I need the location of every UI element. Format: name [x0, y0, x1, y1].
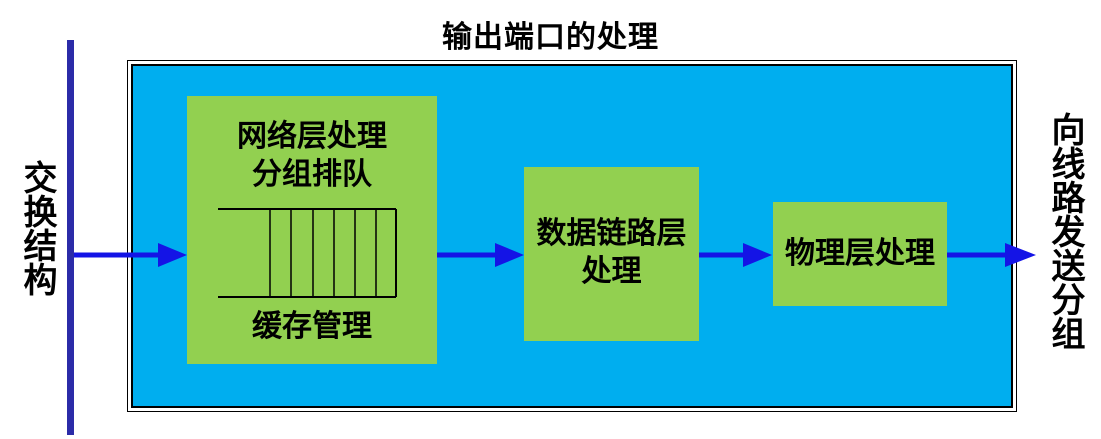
send-to-line-label: 向线路发送分组: [1045, 112, 1085, 350]
data-link-layer-label: 数据链路层 处理: [524, 215, 699, 291]
physical-layer-label: 物理层处理: [785, 236, 935, 271]
switch-fabric-bar: [67, 40, 74, 435]
data-link-layer-box: [524, 167, 699, 341]
data-link-layer-line1: 数据链路层: [536, 216, 687, 251]
queue-icon: [218, 208, 397, 298]
data-link-layer-line2: 处理: [581, 254, 642, 289]
network-layer-label: 网络层处理: [237, 119, 387, 154]
physical-layer-box: [773, 202, 947, 306]
switch-fabric-label: 交换结构: [17, 160, 57, 296]
diagram-title: 输出端口的处理: [442, 20, 659, 55]
buffer-management-label: 缓存管理: [252, 309, 372, 344]
queueing-label: 分组排队: [252, 157, 372, 192]
